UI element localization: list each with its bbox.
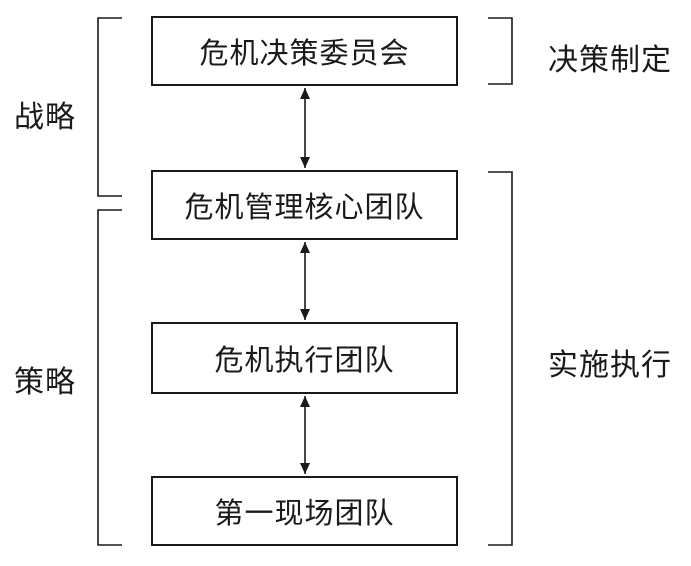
label-tactical: 策略 [14, 365, 76, 400]
bracket-execution [488, 171, 513, 546]
label-strategic: 战略 [14, 100, 76, 135]
box-crisis-core-team: 危机管理核心团队 [151, 170, 458, 240]
box-crisis-decision-committee: 危机决策委员会 [151, 16, 458, 86]
bracket-decision [488, 17, 513, 85]
box-first-scene-team: 第一现场团队 [151, 476, 458, 546]
box-crisis-execution-team: 危机执行团队 [151, 322, 458, 394]
bracket-tactical [97, 209, 122, 546]
bracket-strategic [97, 17, 122, 197]
label-decision-making: 决策制定 [548, 43, 672, 78]
label-implementation: 实施执行 [548, 348, 672, 383]
